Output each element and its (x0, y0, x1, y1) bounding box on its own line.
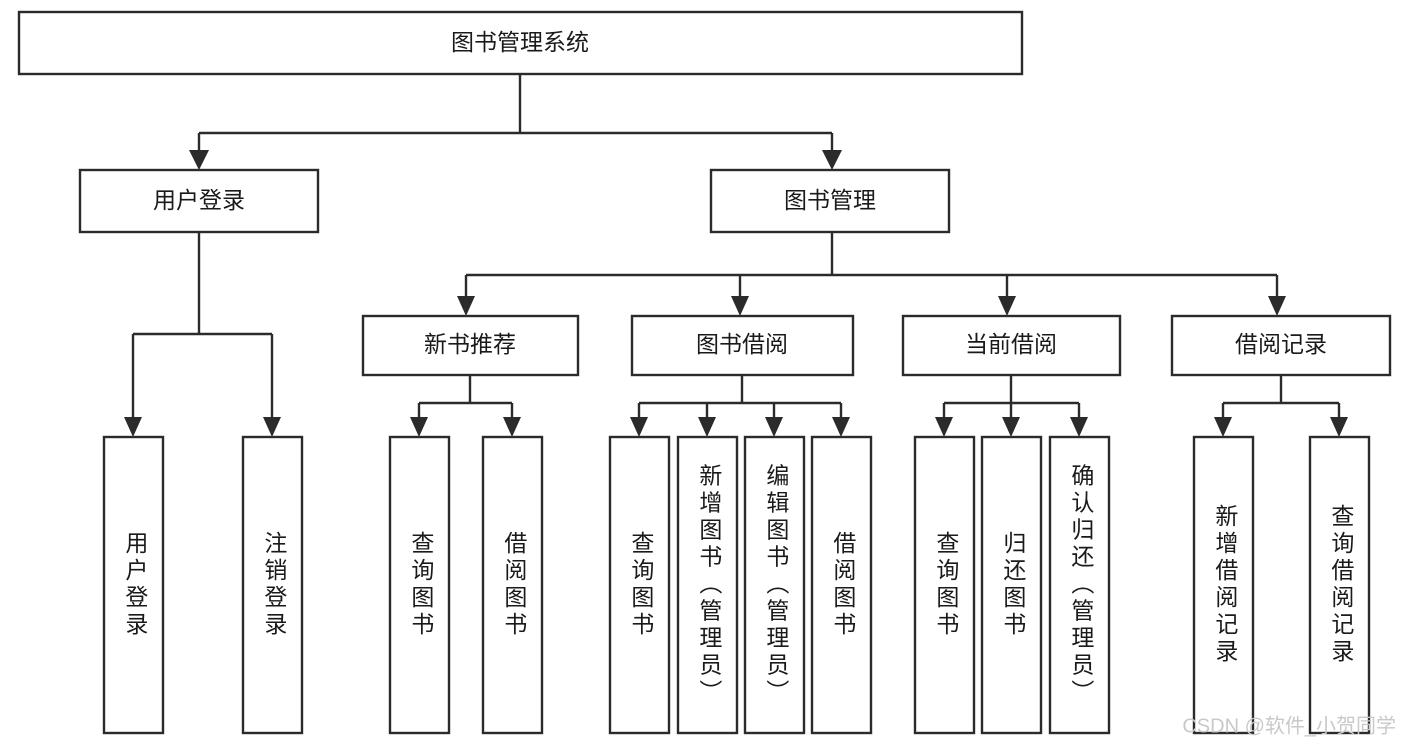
edge-group-borrow-record-to-leaves (1214, 375, 1348, 437)
edge-group-current-borrow-to-leaves (935, 375, 1088, 437)
node-root-box[interactable] (17, 10, 1024, 76)
arrowhead-leaf-user-login (124, 417, 142, 437)
node-book-management-box[interactable] (709, 168, 951, 234)
node-borrow-record[interactable]: 借阅记录 (1170, 314, 1392, 377)
leaf-add-book-label: 新增图书（管理员） (696, 464, 723, 707)
leaf-query-book-3[interactable]: 查询图书 (913, 435, 976, 735)
arrowhead-current-borrow (998, 296, 1016, 316)
node-current-borrow-box[interactable] (901, 314, 1122, 377)
leaf-query-record[interactable]: 查询借阅记录 (1308, 435, 1371, 735)
leaf-user-login-box[interactable] (102, 435, 165, 735)
arrowhead-leaf-query-book-1 (410, 417, 428, 437)
node-user-login[interactable]: 用户登录 (78, 168, 320, 234)
arrowhead-book-borrow (731, 296, 749, 316)
node-current-borrow[interactable]: 当前借阅 (901, 314, 1122, 377)
leaf-user-login[interactable]: 用户登录 (102, 435, 165, 735)
node-current-borrow-label: 当前借阅 (965, 331, 1057, 357)
leaf-confirm-return-label: 确认归还（管理员） (1068, 464, 1095, 707)
leaf-return-book-box[interactable] (980, 435, 1043, 735)
leaf-borrow-book-2[interactable]: 借阅图书 (810, 435, 873, 735)
leaf-query-book-2-box[interactable] (608, 435, 671, 735)
arrowhead-new-book-recommend (457, 296, 475, 316)
leaf-borrow-book-1-label: 借阅图书 (501, 531, 528, 639)
arrowhead-leaf-query-record (1330, 417, 1348, 437)
arrowhead-leaf-query-book-2 (630, 417, 648, 437)
leaf-borrow-book-2-label: 借阅图书 (830, 531, 857, 639)
edge-group-book-management-to-level3 (457, 232, 1286, 316)
arrowhead-leaf-borrow-book-2 (832, 417, 850, 437)
node-book-borrow[interactable]: 图书借阅 (630, 314, 855, 377)
leaf-edit-book-box[interactable] (743, 435, 806, 735)
arrowhead-book-management (822, 150, 842, 170)
node-book-borrow-label: 图书借阅 (696, 331, 788, 357)
leaf-logout[interactable]: 注销登录 (241, 435, 304, 735)
leaf-query-book-1-box[interactable] (388, 435, 451, 735)
leaf-confirm-return-box[interactable] (1048, 435, 1111, 735)
leaf-add-record-label: 新增借阅记录 (1212, 504, 1239, 666)
node-borrow-record-box[interactable] (1170, 314, 1392, 377)
csdn-watermark: CSDN @软件_小贺同学 (1182, 714, 1396, 737)
arrowhead-leaf-logout (263, 417, 281, 437)
arrowhead-leaf-query-book-3 (935, 417, 953, 437)
node-new-book-recommend-box[interactable] (361, 314, 580, 377)
leaf-query-book-1-label: 查询图书 (408, 531, 435, 639)
node-root[interactable]: 图书管理系统 (17, 10, 1024, 76)
leaf-add-record-box[interactable] (1192, 435, 1255, 735)
leaf-confirm-return[interactable]: 确认归还（管理员） (1048, 435, 1111, 735)
edge-group-root-to-level2 (189, 74, 842, 170)
arrowhead-leaf-borrow-book-1 (503, 417, 521, 437)
leaf-query-book-3-box[interactable] (913, 435, 976, 735)
node-user-login-label: 用户登录 (153, 187, 245, 213)
leaf-user-login-label: 用户登录 (122, 531, 149, 639)
leaf-add-record[interactable]: 新增借阅记录 (1192, 435, 1255, 735)
node-user-login-box[interactable] (78, 168, 320, 234)
leaf-edit-book-label: 编辑图书（管理员） (763, 464, 790, 707)
leaf-add-book[interactable]: 新增图书（管理员） (676, 435, 739, 735)
node-root-label: 图书管理系统 (451, 29, 589, 55)
leaf-query-book-1[interactable]: 查询图书 (388, 435, 451, 735)
arrowhead-leaf-edit-book (765, 417, 783, 437)
leaf-borrow-book-2-box[interactable] (810, 435, 873, 735)
leaf-query-book-2[interactable]: 查询图书 (608, 435, 671, 735)
node-book-borrow-box[interactable] (630, 314, 855, 377)
arrowhead-leaf-return-book (1002, 417, 1020, 437)
arrowhead-user-login (189, 150, 209, 170)
leaf-logout-label: 注销登录 (261, 531, 288, 639)
leaf-borrow-book-1-box[interactable] (481, 435, 544, 735)
edge-group-user-login-to-leaves (124, 232, 281, 437)
node-book-management-label: 图书管理 (784, 187, 876, 213)
node-new-book-recommend-label: 新书推荐 (424, 331, 516, 357)
arrowhead-leaf-confirm-return (1070, 417, 1088, 437)
arrowhead-leaf-add-book (698, 417, 716, 437)
arrowhead-leaf-add-record (1214, 417, 1232, 437)
node-book-management[interactable]: 图书管理 (709, 168, 951, 234)
edge-group-book-borrow-to-leaves (630, 375, 850, 437)
leaf-query-record-box[interactable] (1308, 435, 1371, 735)
leaf-query-book-3-label: 查询图书 (933, 531, 960, 639)
leaf-borrow-book-1[interactable]: 借阅图书 (481, 435, 544, 735)
arrowhead-borrow-record (1268, 296, 1286, 316)
leaf-query-record-label: 查询借阅记录 (1328, 504, 1355, 666)
leaf-query-book-2-label: 查询图书 (628, 531, 655, 639)
node-borrow-record-label: 借阅记录 (1235, 331, 1327, 357)
leaf-add-book-box[interactable] (676, 435, 739, 735)
leaf-return-book[interactable]: 归还图书 (980, 435, 1043, 735)
leaf-logout-box[interactable] (241, 435, 304, 735)
leaf-edit-book[interactable]: 编辑图书（管理员） (743, 435, 806, 735)
node-new-book-recommend[interactable]: 新书推荐 (361, 314, 580, 377)
leaf-return-book-label: 归还图书 (1000, 531, 1027, 639)
edge-group-new-book-recommend-to-leaves (410, 375, 521, 437)
